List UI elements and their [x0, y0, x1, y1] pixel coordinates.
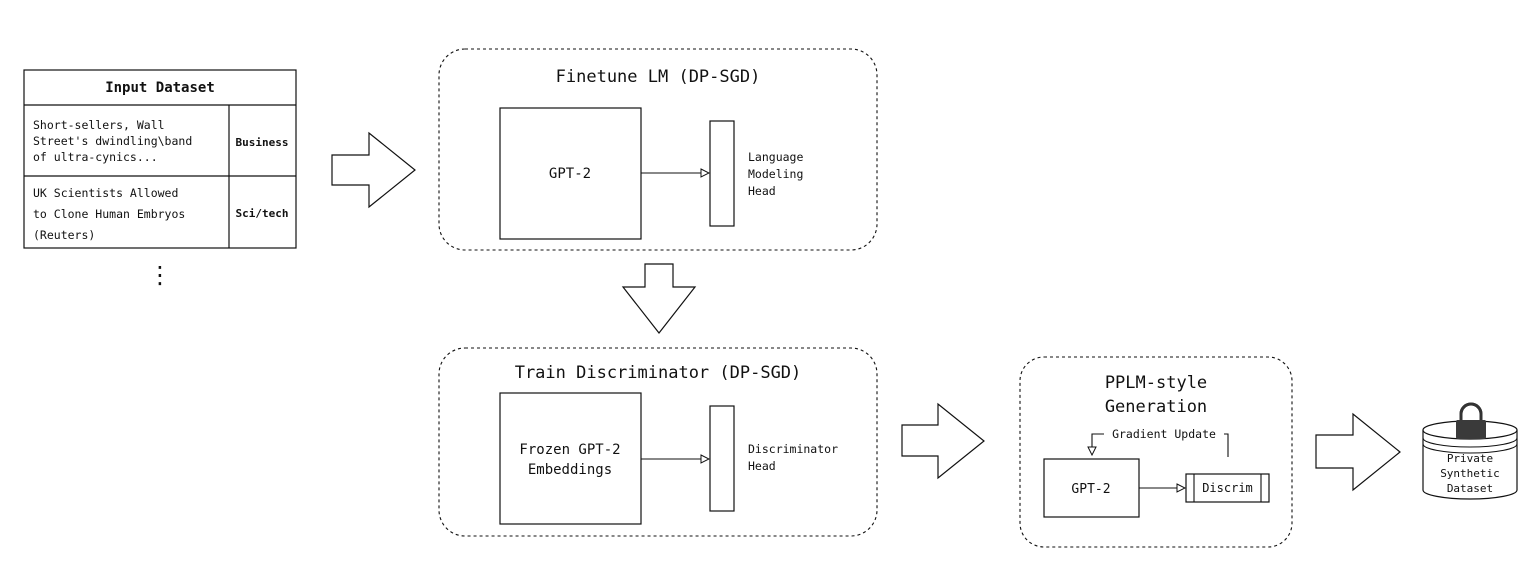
- block-arrow-right-2: [901, 402, 985, 480]
- finetune-title: Finetune LM (DP-SGD): [556, 67, 761, 87]
- frozen-gpt2-line-1: Frozen GPT-2: [519, 442, 620, 458]
- output-line-1: Private: [1447, 452, 1493, 465]
- lm-head-line-3: Head: [748, 184, 776, 198]
- frozen-gpt2-line-2: Embeddings: [528, 462, 612, 478]
- row-1-text-line-2: Street's dwindling\band: [33, 134, 192, 148]
- private-synthetic-dataset: Private Synthetic Dataset: [1422, 402, 1518, 500]
- input-dataset-title: Input Dataset: [105, 80, 215, 96]
- lm-head-line-2: Modeling: [748, 167, 803, 181]
- row-1-label: Business: [236, 136, 289, 149]
- row-1-text-line-3: of ultra-cynics...: [33, 150, 158, 164]
- discriminator-title: Train Discriminator (DP-SGD): [515, 363, 802, 383]
- row-2-text-line-3: (Reuters): [33, 228, 95, 242]
- block-arrow-down: [621, 263, 697, 334]
- gradient-update-label: Gradient Update: [1112, 427, 1216, 441]
- generation-title-line-2: Generation: [1105, 397, 1207, 417]
- generation-title-line-1: PPLM-style: [1105, 373, 1207, 393]
- discriminator-head-line-1: Discriminator: [748, 442, 838, 456]
- row-2-text-line-2: to Clone Human Embryos: [33, 207, 185, 221]
- generation-panel: PPLM-style Generation Gradient Update GP…: [1019, 356, 1293, 548]
- lm-head-line-1: Language: [748, 150, 803, 164]
- output-line-2: Synthetic: [1440, 467, 1500, 480]
- row-1-text-line-1: Short-sellers, Wall: [33, 118, 165, 132]
- input-dataset-table: Input Dataset Short-sellers, Wall Street…: [23, 69, 297, 289]
- discriminator-head-line-2: Head: [748, 459, 776, 473]
- block-arrow-right-1: [331, 131, 416, 209]
- frozen-gpt2-box: [499, 392, 642, 525]
- generation-gpt2-label: GPT-2: [1071, 482, 1110, 497]
- block-arrow-right-3: [1315, 412, 1401, 492]
- output-line-3: Dataset: [1447, 482, 1493, 495]
- discrim-label: Discrim: [1202, 481, 1253, 495]
- row-2-text-line-1: UK Scientists Allowed: [33, 186, 178, 200]
- lm-head-bar: [709, 120, 735, 227]
- discriminator-head-bar: [709, 405, 735, 512]
- finetune-gpt2-box: [499, 107, 642, 240]
- discriminator-panel: Train Discriminator (DP-SGD) Frozen GPT-…: [438, 347, 878, 537]
- discrim-box: [1185, 473, 1270, 503]
- vertical-ellipsis: ⋮: [148, 262, 172, 289]
- database-body: [1422, 430, 1518, 500]
- row-2-label: Sci/tech: [236, 207, 289, 220]
- finetune-gpt2-label: GPT-2: [549, 166, 591, 182]
- finetune-panel: Finetune LM (DP-SGD) GPT-2 Language Mode…: [438, 48, 878, 251]
